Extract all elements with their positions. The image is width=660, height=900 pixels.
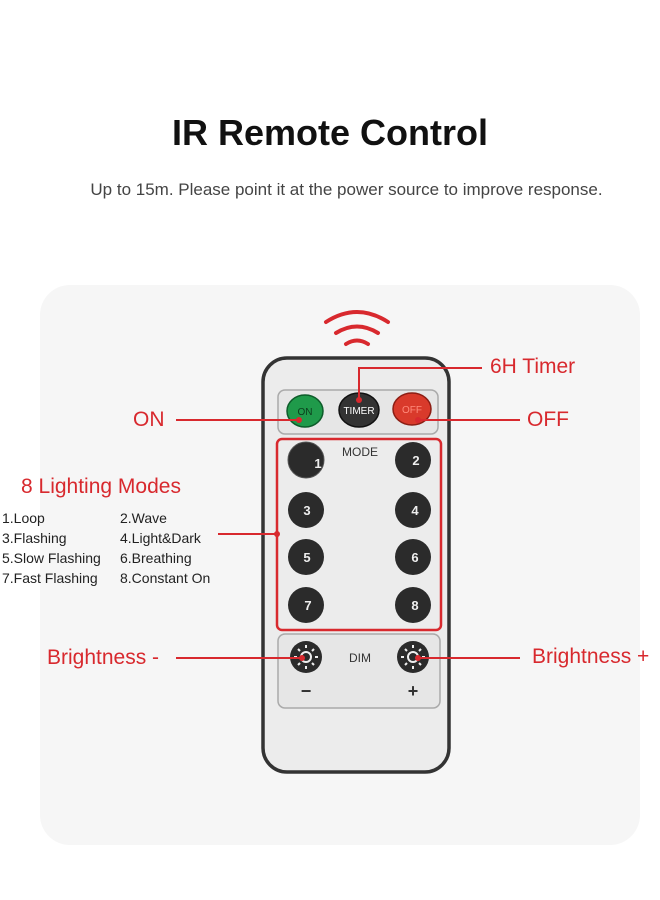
number-button-label: 7 (304, 598, 311, 613)
brightness-up-callout: Brightness + (532, 645, 650, 668)
mode-item: 3.Flashing (2, 530, 67, 546)
number-button-label: 2 (412, 453, 419, 468)
callout-dots (274, 397, 421, 661)
mode-item: 4.Light&Dark (120, 530, 201, 546)
number-button-5: 5 (288, 539, 324, 575)
plus-label: + (408, 681, 419, 701)
number-button-6: 6 (395, 539, 431, 575)
mode-item: 5.Slow Flashing (2, 550, 101, 566)
number-button-label: 1 (314, 456, 321, 471)
off-button: OFF (392, 392, 432, 426)
number-button-3: 3 (288, 492, 324, 528)
number-button-label: 8 (411, 598, 418, 613)
brightness-down-callout: Brightness - (47, 646, 160, 669)
mode-item: 8.Constant On (120, 570, 211, 586)
page-title: IR Remote Control (171, 112, 488, 153)
mode-item: 7.Fast Flashing (2, 570, 98, 586)
number-button-7: 7 (288, 587, 324, 623)
off-button-label: OFF (402, 405, 422, 416)
mode-item: 6.Breathing (120, 550, 192, 566)
on-button: ON (286, 394, 324, 428)
on-callout: ON (133, 408, 165, 431)
signal-icon (324, 310, 390, 346)
number-button-4: 4 (395, 492, 431, 528)
number-button-label: 5 (303, 550, 310, 565)
number-button-label: 6 (411, 550, 418, 565)
mode-item: 2.Wave (120, 510, 167, 526)
timer-callout: 6H Timer (490, 355, 576, 378)
page-subtitle: Up to 15m. Please point it at the power … (90, 180, 603, 199)
minus-label: − (301, 681, 312, 701)
number-button-label: 4 (411, 503, 419, 518)
off-callout: OFF (527, 408, 569, 431)
callout-lines (176, 367, 520, 659)
number-button-2: 2 (395, 442, 431, 478)
number-button-label: 3 (303, 503, 310, 518)
timer-button-label: TIMER (343, 406, 374, 417)
mode-item: 1.Loop (2, 510, 45, 526)
brightness-down-button (290, 641, 322, 673)
number-button-8: 8 (395, 587, 431, 623)
mode-label: MODE (342, 445, 378, 459)
number-button-1: 1 (287, 441, 325, 479)
mode-list: 1.Loop 2.Wave 3.Flashing 4.Light&Dark 5.… (2, 510, 230, 587)
dim-label: DIM (349, 651, 371, 665)
modes-heading: 8 Lighting Modes (21, 475, 181, 498)
on-button-label: ON (298, 407, 313, 418)
